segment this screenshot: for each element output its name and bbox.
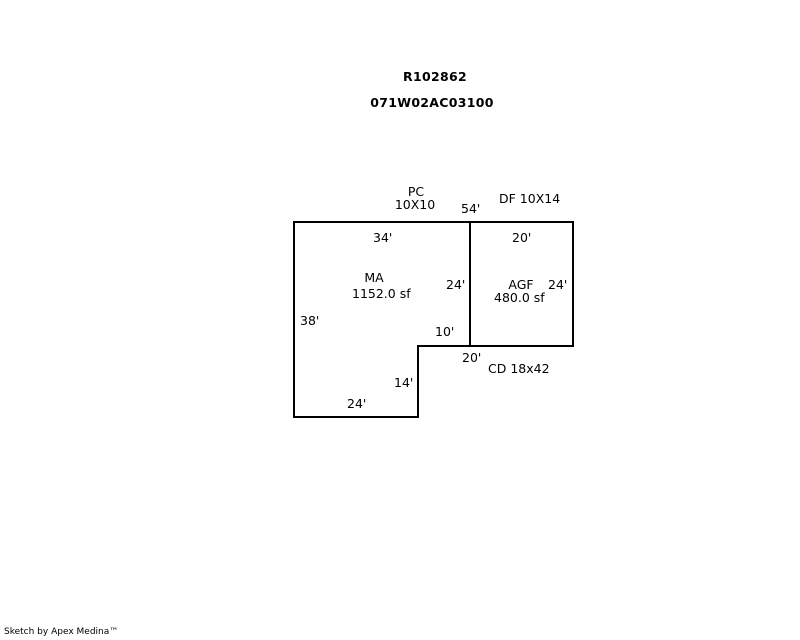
agf-area: 480.0 sf xyxy=(494,290,545,305)
footer-credit: Sketch by Apex Medina™ xyxy=(4,627,119,637)
dim-ma-top: 34' xyxy=(373,230,393,245)
dim-ma-step: 10' xyxy=(435,324,455,339)
ma-outline xyxy=(293,221,471,418)
df-label: DF 10X14 xyxy=(499,191,561,206)
dim-ma-right: 24' xyxy=(446,277,466,292)
pc-size: 10X10 xyxy=(394,197,436,212)
cd-label: CD 18x42 xyxy=(488,361,550,376)
parcel-id: R102862 xyxy=(403,69,467,84)
dim-top-overall: 54' xyxy=(461,201,481,216)
ma-area: 1152.0 sf xyxy=(352,286,411,301)
pc-name: PC xyxy=(407,184,425,199)
agf-outline xyxy=(469,221,574,347)
ma-name: MA xyxy=(364,270,384,285)
dim-ma-notch: 14' xyxy=(394,375,414,390)
map-number: 071W02AC03100 xyxy=(370,95,494,110)
dim-agf-right: 24' xyxy=(548,277,568,292)
agf-name: AGF xyxy=(508,277,534,292)
dim-agf-bottom: 20' xyxy=(462,350,482,365)
dim-ma-bottom: 24' xyxy=(347,396,367,411)
dim-ma-left: 38' xyxy=(300,313,320,328)
dim-agf-top: 20' xyxy=(512,230,532,245)
